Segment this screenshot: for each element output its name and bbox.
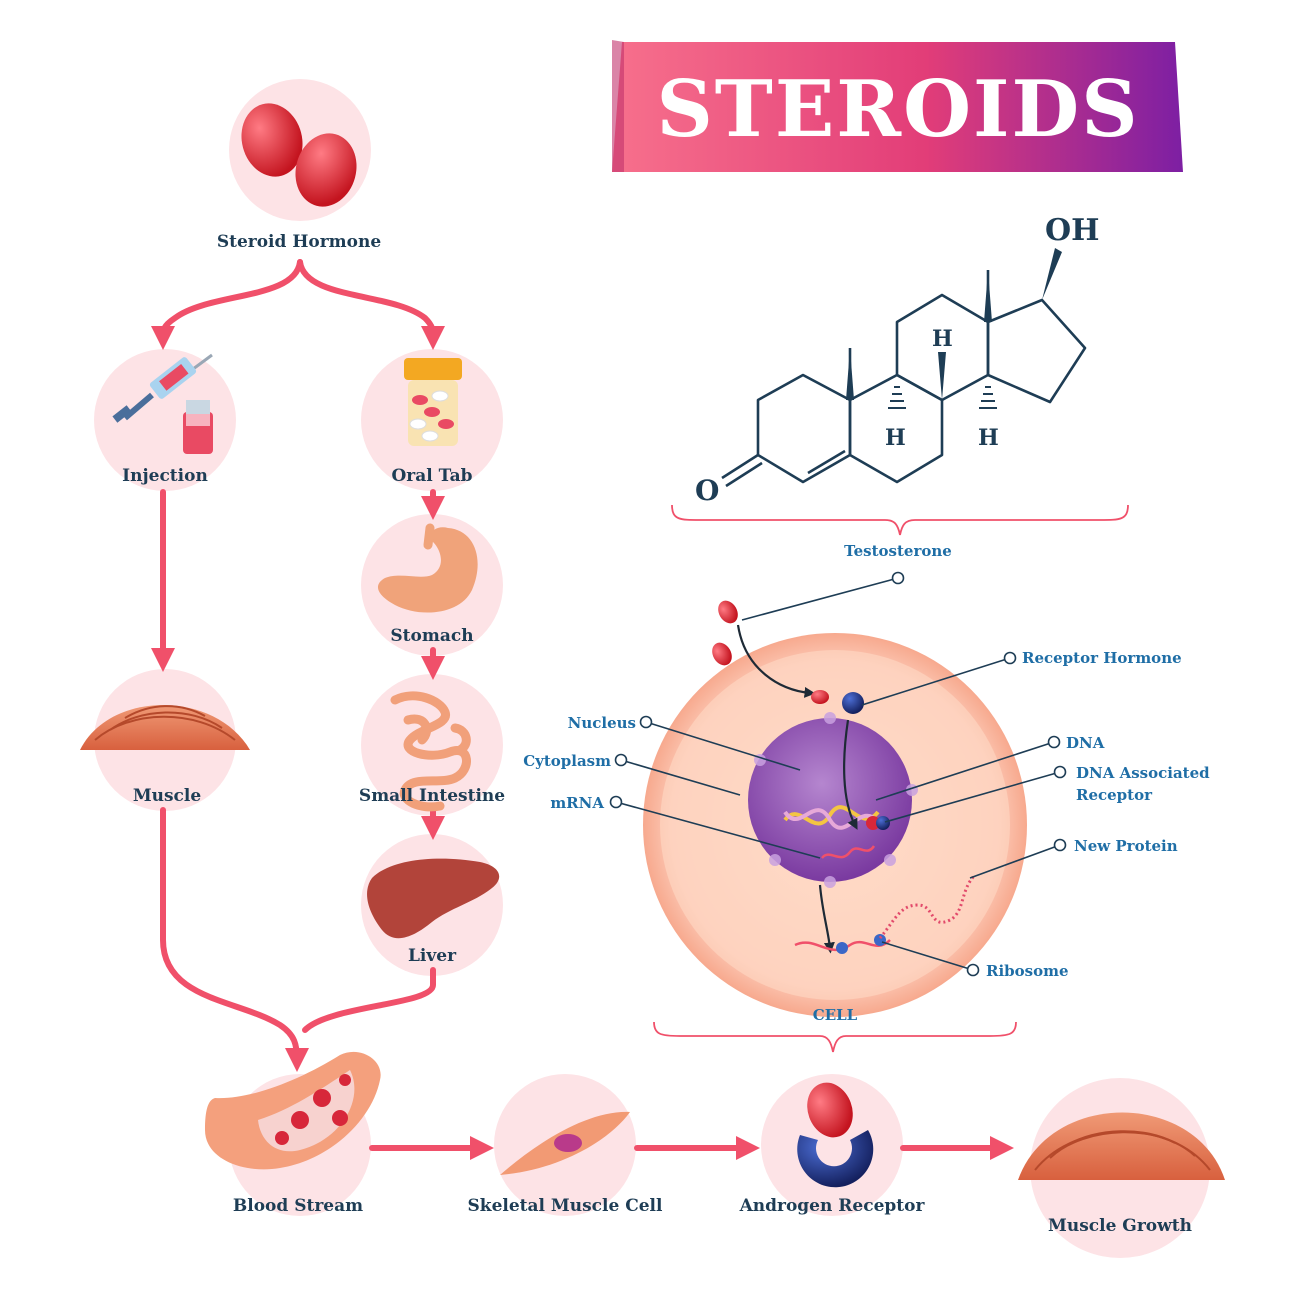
testosterone-atoms: OH O H H H xyxy=(695,213,1099,507)
stomach-icon xyxy=(377,523,478,613)
cell-diagram xyxy=(643,600,1027,1017)
atom-o: O xyxy=(695,474,719,507)
testosterone-structure xyxy=(721,270,1087,488)
pathway-labels: Steroid Hormone Injection Oral Tab Stoma… xyxy=(122,232,1192,1236)
androgen-receptor-node xyxy=(761,1074,903,1216)
androgen-receptor-icon xyxy=(797,1082,874,1188)
label-androgen-receptor: Androgen Receptor xyxy=(739,1196,926,1216)
label-skeletal-muscle-cell: Skeletal Muscle Cell xyxy=(468,1196,663,1216)
title-banner: STEROIDS xyxy=(612,40,1183,172)
label-small-intestine: Small Intestine xyxy=(359,786,505,806)
injection-node xyxy=(94,349,236,491)
label-nucleus: Nucleus xyxy=(568,714,636,732)
pathway-nodes xyxy=(94,79,1210,1258)
cell-brace xyxy=(653,1021,1017,1053)
testosterone-wedges xyxy=(846,248,1062,409)
cell-labels: Receptor Hormone Nucleus Cytoplasm mRNA … xyxy=(523,649,1210,980)
label-stomach: Stomach xyxy=(390,626,473,646)
muscle-growth-icon xyxy=(1018,1112,1225,1180)
label-cytoplasm: Cytoplasm xyxy=(523,752,611,770)
page-title: STEROIDS xyxy=(656,64,1139,155)
liver-icon xyxy=(367,858,500,939)
label-oral-tab: Oral Tab xyxy=(391,466,472,486)
label-cell: CELL xyxy=(813,1006,858,1024)
label-new-protein: New Protein xyxy=(1074,837,1178,855)
atom-h-left: H xyxy=(885,425,906,451)
muscle-icon xyxy=(80,705,250,750)
label-liver: Liver xyxy=(408,946,457,966)
atom-h-top: H xyxy=(932,326,953,352)
label-testosterone: Testosterone xyxy=(844,542,952,560)
small-intestine-node xyxy=(361,674,503,816)
label-dna: DNA xyxy=(1066,734,1105,752)
blood-vessel-icon xyxy=(205,1051,381,1170)
label-dna-receptor-1: DNA Associated xyxy=(1076,764,1210,782)
label-steroid-hormone: Steroid Hormone xyxy=(217,232,382,252)
atom-oh: OH xyxy=(1045,213,1099,248)
label-dna-receptor-2: Receptor xyxy=(1076,786,1153,804)
testosterone-brace xyxy=(671,504,1129,536)
label-blood-stream: Blood Stream xyxy=(233,1196,363,1216)
small-intestine-icon xyxy=(390,691,471,812)
label-injection: Injection xyxy=(122,466,208,486)
syringe-icon xyxy=(112,353,213,454)
cell-nucleus xyxy=(748,718,912,882)
label-receptor-hormone: Receptor Hormone xyxy=(1022,649,1182,667)
skeletal-muscle-cell-icon xyxy=(500,1111,630,1175)
label-muscle: Muscle xyxy=(133,786,202,806)
label-ribosome: Ribosome xyxy=(986,962,1069,980)
pathway-arrows xyxy=(151,259,1014,1160)
cell-callouts xyxy=(609,571,1067,977)
steroid-hormone-icon xyxy=(241,103,357,207)
label-muscle-growth: Muscle Growth xyxy=(1048,1216,1192,1236)
atom-h-right: H xyxy=(978,425,999,451)
pill-bottle-icon xyxy=(404,358,462,446)
label-mrna: mRNA xyxy=(550,794,604,812)
